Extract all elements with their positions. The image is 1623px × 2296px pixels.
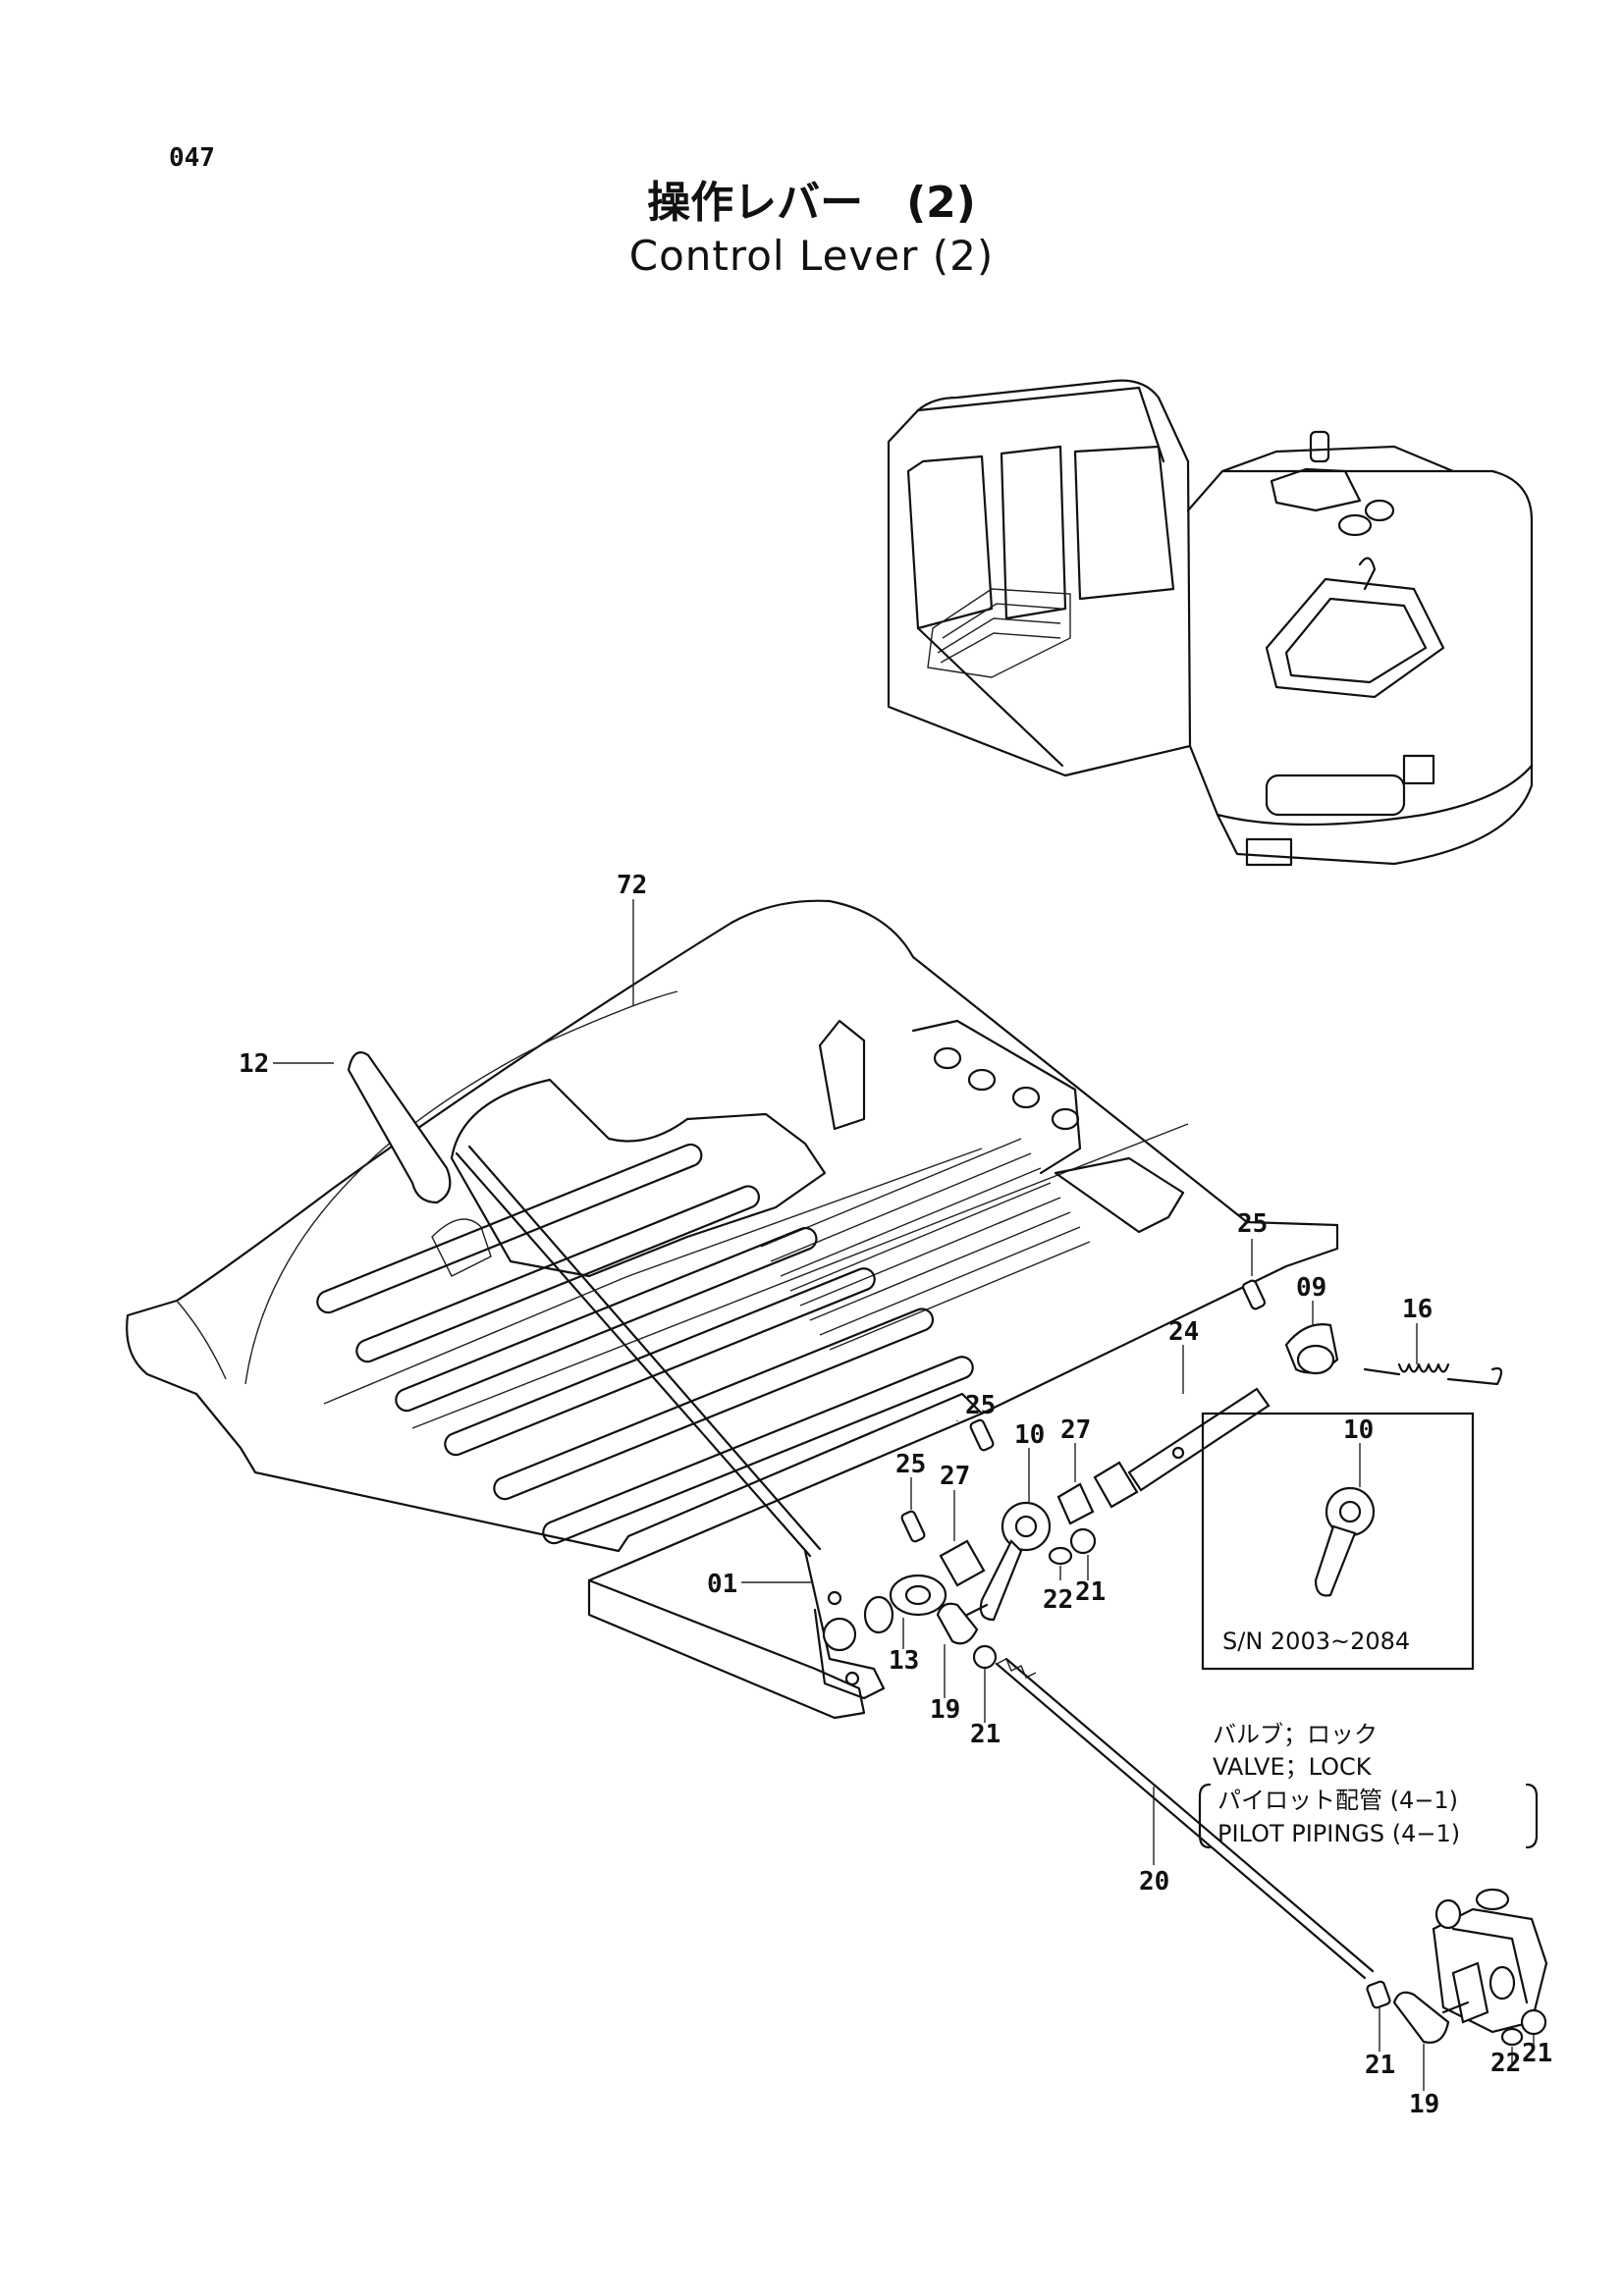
callout-19-bottom: 19 xyxy=(1409,2090,1439,2119)
callout-21-mid: 21 xyxy=(1075,1577,1106,1607)
callout-72: 72 xyxy=(617,871,647,900)
lock-valve-illustration xyxy=(1366,1888,1548,2047)
callout-10-inset: 10 xyxy=(1343,1415,1374,1445)
note-pilot-piping-en: PILOT PIPINGS (4−1) xyxy=(1217,1820,1460,1847)
callout-12: 12 xyxy=(239,1049,269,1079)
callout-19-left: 19 xyxy=(930,1695,960,1725)
inset-serial-range: S/N 2003~2084 xyxy=(1222,1628,1410,1655)
callouts: 72 12 01 25 09 16 24 10 25 10 27 25 27 2… xyxy=(239,871,1552,2119)
callout-27-left: 27 xyxy=(940,1462,970,1491)
callout-22-mid: 22 xyxy=(1043,1585,1073,1615)
callout-22-right: 22 xyxy=(1490,2049,1521,2078)
note-valve-lock-en: VALVE；LOCK xyxy=(1213,1753,1373,1781)
callout-25-mid: 25 xyxy=(965,1391,996,1420)
title-english: Control Lever (2) xyxy=(628,232,995,280)
callout-21-bottom: 21 xyxy=(1365,2051,1395,2080)
callout-25-top: 25 xyxy=(1237,1209,1268,1239)
excavator-overview-illustration xyxy=(887,379,1534,867)
title-japanese: 操作レバー (2) xyxy=(647,178,976,228)
callout-27-right: 27 xyxy=(1060,1415,1091,1445)
serial-variant-inset: S/N 2003~2084 xyxy=(1201,1412,1475,1671)
floor-plate-72 xyxy=(126,899,1339,1720)
lock-lever-assembly xyxy=(347,1051,894,1700)
callout-16: 16 xyxy=(1402,1295,1433,1324)
callout-13: 13 xyxy=(889,1646,919,1676)
callout-01: 01 xyxy=(707,1570,737,1599)
callout-24: 24 xyxy=(1168,1317,1199,1347)
callout-09: 09 xyxy=(1296,1273,1326,1303)
page-number: 047 xyxy=(169,143,215,173)
callout-25-left: 25 xyxy=(895,1450,926,1479)
linkage-parts xyxy=(889,1279,1503,1980)
leader-lines xyxy=(273,899,1535,2091)
callout-20: 20 xyxy=(1139,1867,1169,1896)
callout-10: 10 xyxy=(1014,1420,1045,1450)
note-valve-lock-ja: バルブ；ロック xyxy=(1213,1721,1378,1748)
note-pilot-piping-ja: パイロット配管 (4−1) xyxy=(1217,1787,1458,1814)
callout-21-right: 21 xyxy=(1522,2039,1552,2068)
reference-note: バルブ；ロック VALVE；LOCK パイロット配管 (4−1) PILOT P… xyxy=(1198,1721,1539,1849)
callout-21-left: 21 xyxy=(970,1720,1001,1749)
